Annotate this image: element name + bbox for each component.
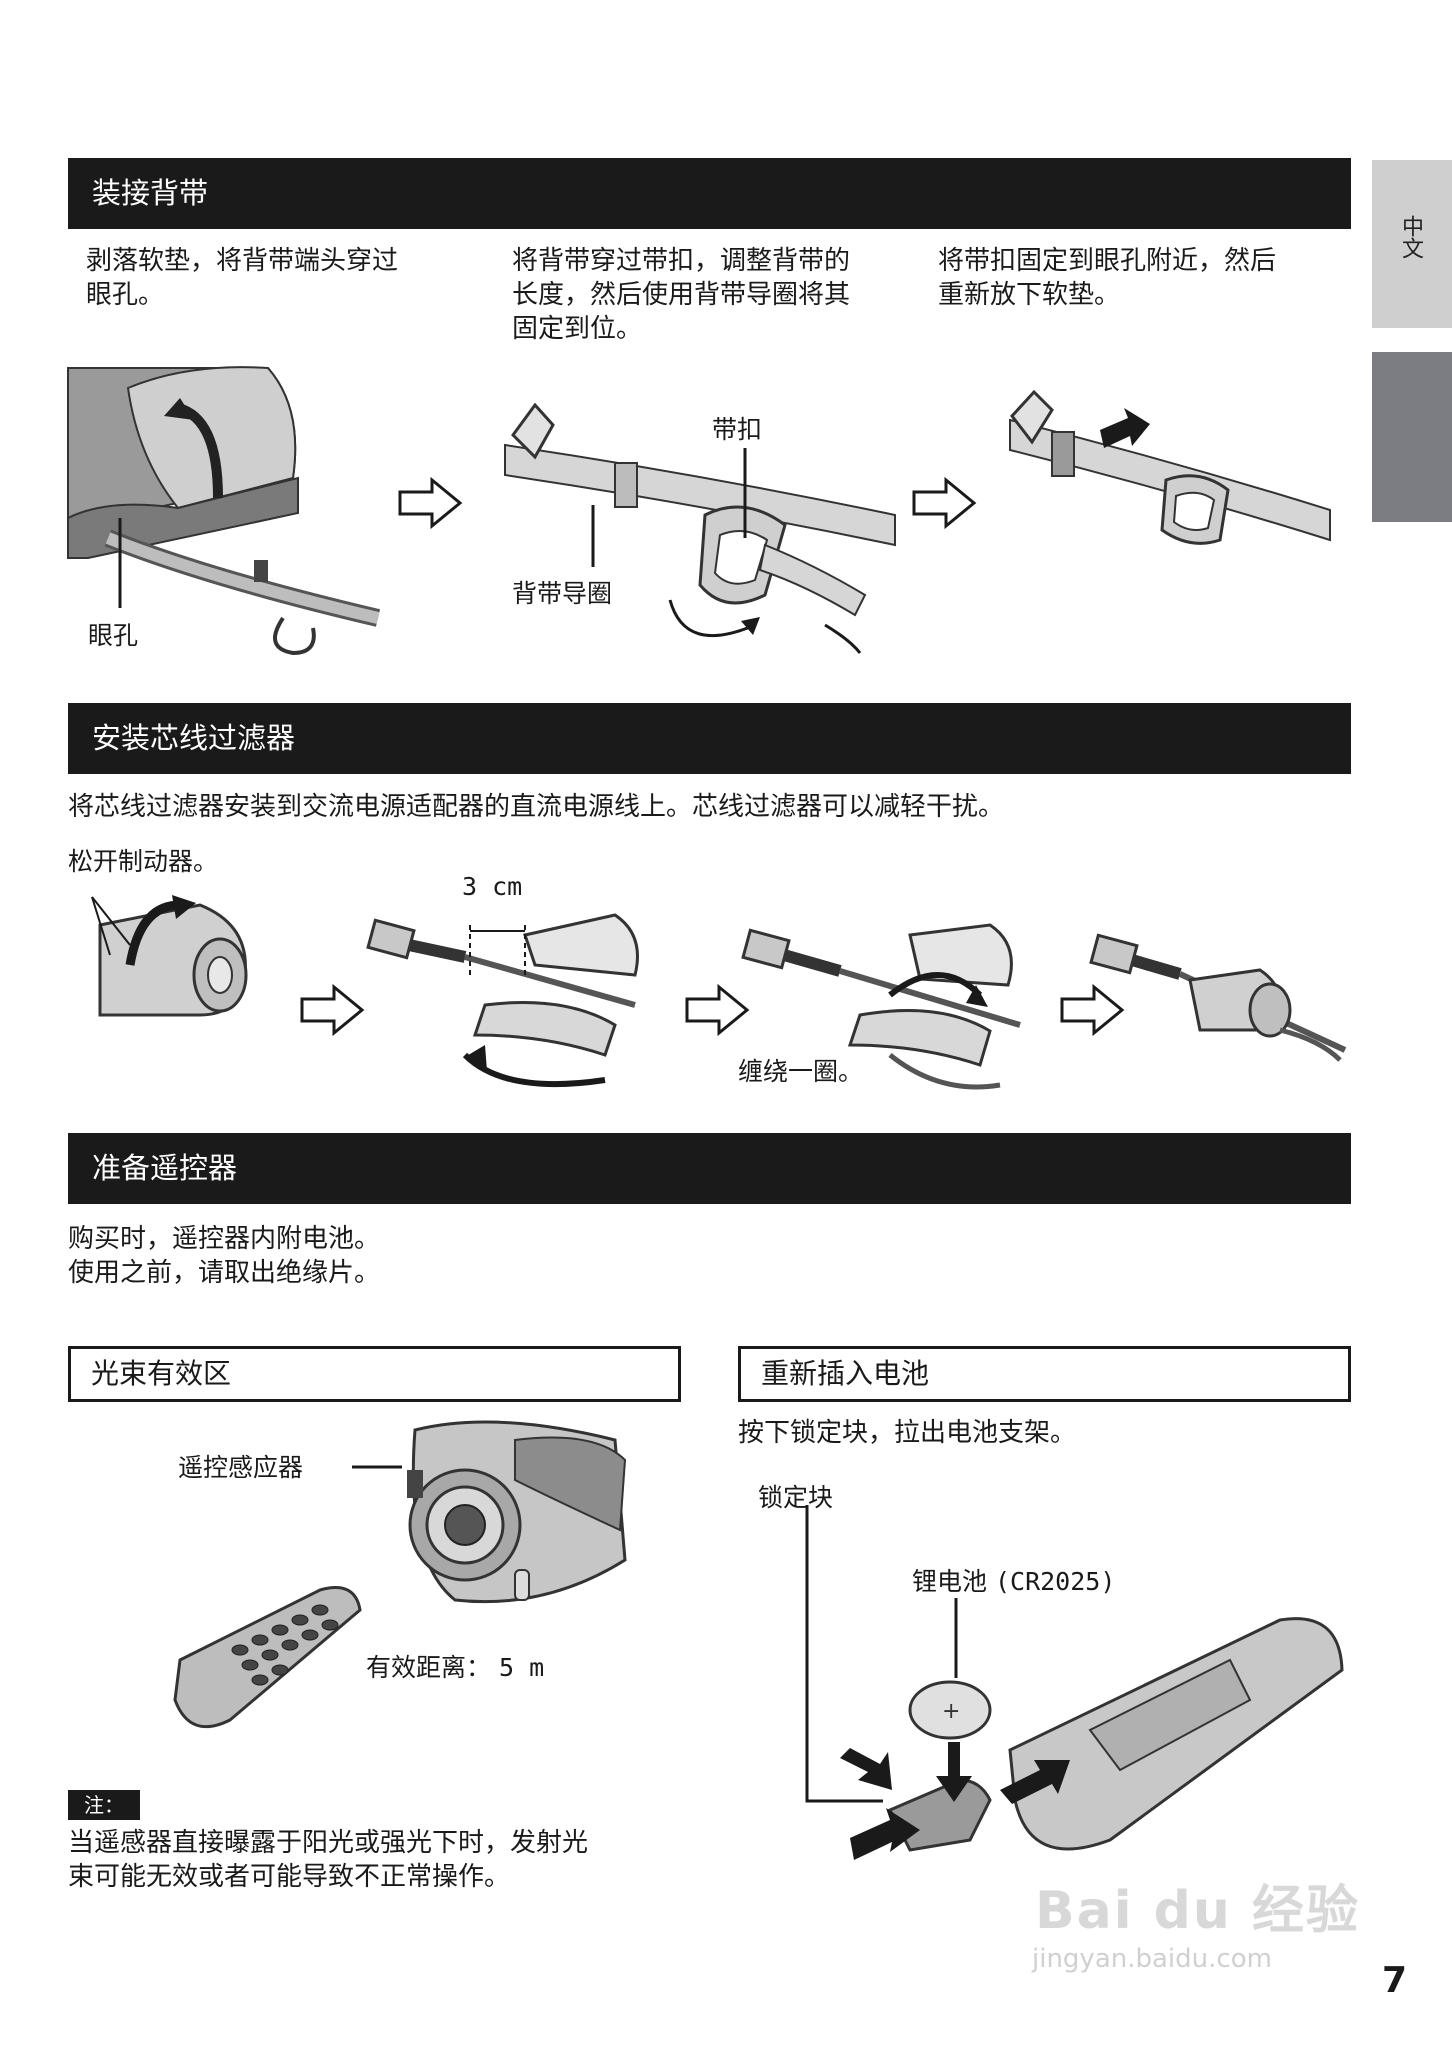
strap-step1-text: 剥落软垫，将背带端头穿过 眼孔。 <box>86 246 399 310</box>
filter-step2-illustration <box>366 913 639 1088</box>
effective-range: 有效距离： 5 m <box>366 1648 544 1684</box>
strap-guide-label: 背带导圈 <box>512 579 613 608</box>
eyelet-label: 眼孔 <box>88 621 139 650</box>
battery-title: 重新插入电池 <box>738 1346 1351 1402</box>
effective-range-label: 有效距离： <box>366 1653 492 1682</box>
remote-control-illustration <box>173 1586 362 1729</box>
section-header-remote: 准备遥控器 <box>68 1133 1351 1204</box>
battery-leader-line <box>954 1598 958 1678</box>
note-badge: 注： <box>68 1790 140 1820</box>
section-header-filter: 安装芯线过滤器 <box>68 703 1351 774</box>
strap-step3-illustration <box>1009 389 1331 545</box>
battery-label: 锂电池 (CR2025) <box>912 1562 1115 1598</box>
strap-step2-illustration <box>504 402 896 654</box>
watermark-brand: Bai du 经验 <box>1035 1881 1360 1941</box>
arrow-right-icon <box>685 983 750 1037</box>
note-text: 当遥感器直接曝露于阳光或强光下时，发射光 束可能无效或者可能导致不正常操作。 <box>68 1828 589 1892</box>
strap-step3-text: 将带扣固定到眼孔附近，然后 重新放下软垫。 <box>938 246 1277 310</box>
language-tab-label: 中文 <box>1398 215 1423 259</box>
filter-step1-illustration <box>91 895 248 1017</box>
eyelet-leader-line <box>118 518 122 608</box>
remote-sensor-label: 遥控感应器 <box>178 1453 304 1482</box>
battery-illustration: + <box>840 1617 1344 1860</box>
arrow-right-icon <box>1060 983 1125 1037</box>
camcorder-illustration <box>407 1420 627 1604</box>
effective-range-value: 5 m <box>498 1653 545 1682</box>
buckle-leader-line <box>743 448 747 538</box>
battery-label-name: 锂电池 <box>912 1567 988 1596</box>
lock-leader-line <box>805 1505 883 1803</box>
battery-label-model: (CR2025) <box>994 1567 1116 1596</box>
arrow-right-icon <box>912 476 977 530</box>
filter-wrap-label: 缠绕一圈。 <box>738 1057 864 1086</box>
sensor-leader-line <box>352 1465 402 1469</box>
lock-block-label: 锁定块 <box>758 1483 834 1512</box>
filter-dimension-label: 3 cm <box>462 872 523 901</box>
section-tab <box>1372 352 1452 522</box>
buckle-label: 带扣 <box>712 415 763 444</box>
filter-step4-illustration <box>1089 933 1347 1062</box>
section-header-strap: 装接背带 <box>68 158 1351 229</box>
watermark-url: jingyan.baidu.com <box>1032 1944 1272 1974</box>
beam-range-title: 光束有效区 <box>68 1346 681 1402</box>
guide-leader-line <box>591 505 595 567</box>
strap-step1-illustration <box>67 366 381 656</box>
battery-description: 按下锁定块，拉出电池支架。 <box>738 1418 1077 1448</box>
arrow-right-icon <box>398 476 463 530</box>
svg-text:+: + <box>942 1699 960 1724</box>
strap-step2-text: 将背带穿过带扣，调整背带的 长度，然后使用背带导圈将其 固定到位。 <box>512 246 851 344</box>
arrow-right-icon <box>300 983 365 1037</box>
remote-description: 购买时，遥控器内附电池。 使用之前，请取出绝缘片。 <box>68 1224 381 1288</box>
filter-step-label: 松开制动器。 <box>68 847 219 876</box>
filter-description: 将芯线过滤器安装到交流电源适配器的直流电源线上。芯线过滤器可以减轻干扰。 <box>68 792 1005 822</box>
page-number: 7 <box>1382 1960 1408 2001</box>
filter-step3-illustration <box>741 923 1021 1090</box>
language-tab: 中文 <box>1372 160 1452 328</box>
